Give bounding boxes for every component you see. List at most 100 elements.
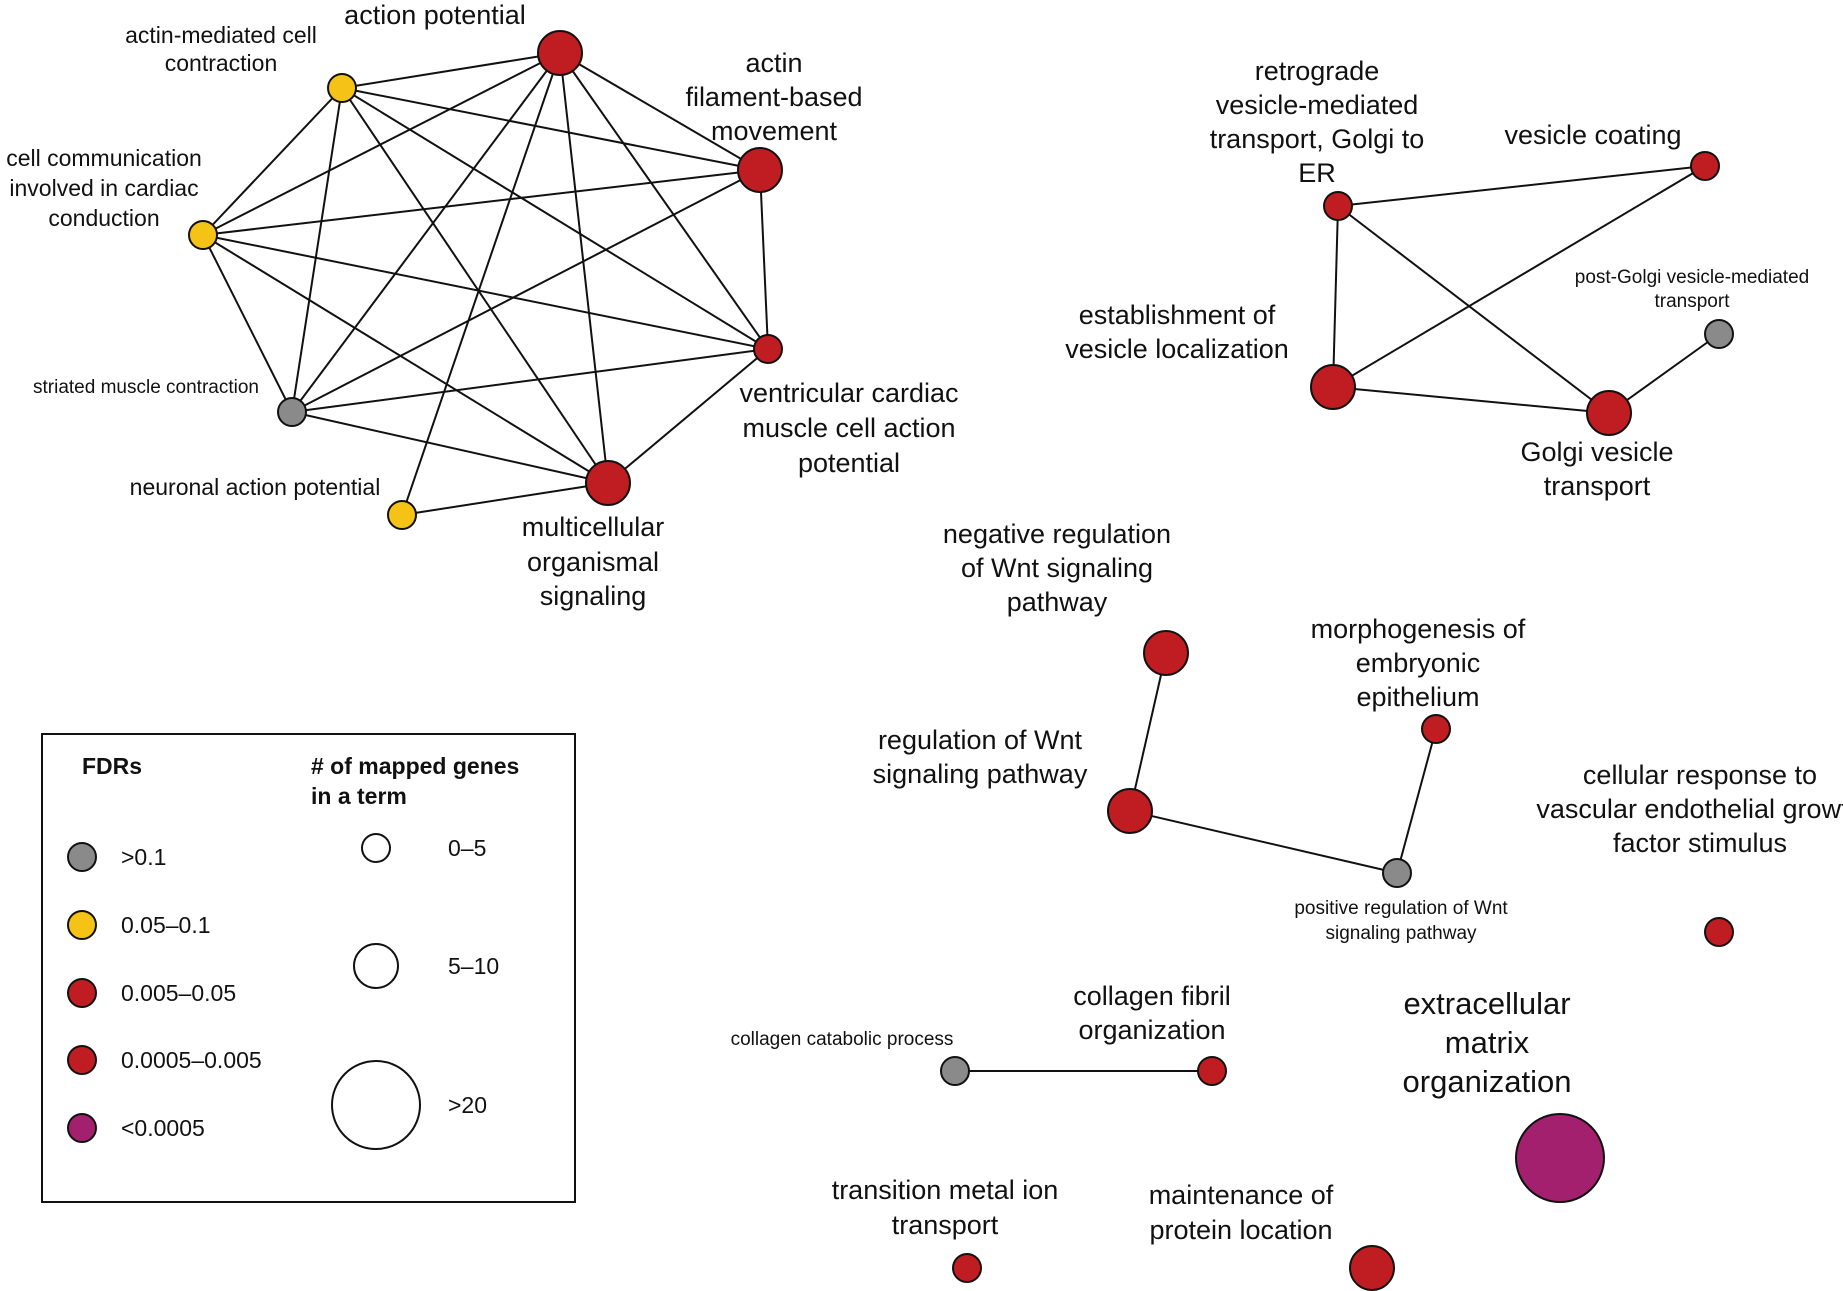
- legend-size-swatch: [361, 833, 391, 863]
- node-collagen-catabolic[interactable]: [940, 1056, 970, 1086]
- node-post-golgi[interactable]: [1704, 319, 1734, 349]
- node-label-cell-communication: involved in cardiac: [9, 175, 198, 201]
- node-pos-wnt[interactable]: [1382, 858, 1412, 888]
- edge-cell-communication-ventricular: [202, 234, 769, 350]
- legend-size-items: 0–55–10>20: [331, 833, 499, 1150]
- node-label-transition-metal: transport: [892, 1210, 999, 1240]
- node-striated[interactable]: [277, 397, 307, 427]
- node-label-morphogenesis: epithelium: [1356, 682, 1479, 712]
- node-vegf[interactable]: [1704, 917, 1734, 947]
- node-label-post-golgi: transport: [1655, 291, 1731, 312]
- edge-action-potential-cell-communication: [202, 52, 561, 236]
- node-transition-metal[interactable]: [952, 1253, 982, 1283]
- node-label-retrograde: vesicle-mediated: [1216, 90, 1419, 120]
- node-maintenance[interactable]: [1349, 1245, 1395, 1291]
- node-label-morphogenesis: morphogenesis of: [1311, 614, 1526, 644]
- edge-retrograde-establishment: [1332, 205, 1339, 388]
- legend-fdr-title: FDRs: [82, 753, 142, 779]
- node-label-actin-mediated: contraction: [165, 50, 278, 76]
- node-label-golgi-vesicle: transport: [1544, 471, 1651, 501]
- legend-fdr-label: 0.005–0.05: [121, 980, 236, 1006]
- node-label-retrograde: ER: [1298, 158, 1336, 188]
- node-label-vegf: vascular endothelial growth: [1536, 794, 1843, 824]
- node-label-ecm: organization: [1403, 1064, 1572, 1099]
- legend-size-label: >20: [448, 1092, 487, 1118]
- node-label-action-potential: action potential: [344, 0, 526, 30]
- legend-box: [41, 733, 576, 1203]
- node-label-golgi-vesicle: Golgi vesicle: [1520, 437, 1673, 467]
- edge-neg-wnt-reg-wnt: [1129, 652, 1167, 812]
- legend-fdr-swatch: [67, 842, 97, 872]
- node-label-retrograde: retrograde: [1255, 56, 1380, 86]
- node-label-actin-filament: actin: [745, 48, 802, 78]
- node-vesicle-coating[interactable]: [1690, 151, 1720, 181]
- node-label-morphogenesis: embryonic: [1356, 648, 1481, 678]
- node-label-vegf: factor stimulus: [1613, 828, 1787, 858]
- edge-actin-mediated-cell-communication: [202, 87, 343, 236]
- edge-action-potential-multicellular: [559, 52, 609, 484]
- node-action-potential[interactable]: [537, 30, 583, 76]
- edge-actin-mediated-multicellular: [341, 87, 609, 484]
- node-label-post-golgi: post-Golgi vesicle-mediated: [1575, 267, 1809, 288]
- node-label-pos-wnt: signaling pathway: [1325, 923, 1477, 944]
- edge-action-potential-neuronal: [401, 52, 561, 516]
- edge-actin-mediated-ventricular: [341, 87, 769, 350]
- node-multicellular[interactable]: [585, 460, 631, 506]
- node-golgi-vesicle[interactable]: [1586, 390, 1632, 436]
- node-label-multicellular: signaling: [540, 581, 647, 611]
- edge-cell-communication-multicellular: [202, 234, 609, 484]
- node-collagen-fibril[interactable]: [1197, 1056, 1227, 1086]
- node-establishment[interactable]: [1310, 364, 1356, 410]
- node-label-ecm: extracellular: [1403, 986, 1570, 1021]
- node-label-reg-wnt: regulation of Wnt: [878, 725, 1083, 755]
- legend-fdr-items: >0.10.05–0.10.005–0.050.0005–0.005<0.000…: [67, 842, 262, 1143]
- node-label-reg-wnt: signaling pathway: [873, 759, 1088, 789]
- node-label-neg-wnt: pathway: [1007, 587, 1108, 617]
- legend-size-title-line1: # of mapped genes: [311, 753, 519, 779]
- legend-size-label: 5–10: [448, 953, 499, 979]
- node-label-pos-wnt: positive regulation of Wnt: [1294, 898, 1508, 919]
- node-label-ventricular: muscle cell action: [742, 413, 955, 443]
- edge-actin-mediated-striated: [291, 87, 343, 413]
- node-ecm[interactable]: [1515, 1113, 1605, 1203]
- node-label-actin-mediated: actin-mediated cell: [125, 22, 317, 48]
- node-label-striated: striated muscle contraction: [33, 377, 259, 398]
- legend-fdr-swatch: [67, 1113, 97, 1143]
- edge-action-potential-striated: [291, 52, 561, 413]
- node-ventricular[interactable]: [753, 334, 783, 364]
- node-neuronal[interactable]: [387, 500, 417, 530]
- edges-layer: [202, 52, 1720, 1072]
- node-neg-wnt[interactable]: [1143, 630, 1189, 676]
- edge-striated-multicellular: [291, 411, 609, 484]
- node-label-actin-filament: movement: [711, 116, 838, 146]
- legend-fdr-label: >0.1: [121, 844, 166, 870]
- node-label-ventricular: ventricular cardiac: [739, 378, 958, 408]
- node-label-ventricular: potential: [798, 448, 900, 478]
- node-label-multicellular: multicellular: [522, 512, 665, 542]
- edge-actin-filament-ventricular: [759, 169, 769, 350]
- node-actin-filament[interactable]: [737, 147, 783, 193]
- edge-retrograde-vesicle-coating: [1337, 165, 1706, 207]
- legend-size-swatch: [331, 1060, 421, 1150]
- edge-action-potential-actin-mediated: [341, 52, 561, 89]
- edge-striated-ventricular: [291, 348, 769, 413]
- node-label-multicellular: organismal: [527, 547, 659, 577]
- node-cell-communication[interactable]: [188, 220, 218, 250]
- node-label-cell-communication: conduction: [48, 205, 159, 231]
- legend-fdr-swatch: [67, 1045, 97, 1075]
- node-label-collagen-fibril: collagen fibril: [1073, 981, 1231, 1011]
- legend-fdr-label: <0.0005: [121, 1115, 205, 1141]
- node-actin-mediated[interactable]: [327, 73, 357, 103]
- legend: FDRs # of mapped genes in a term >0.10.0…: [41, 733, 576, 1203]
- node-label-establishment: vesicle localization: [1065, 334, 1289, 364]
- edge-ventricular-multicellular: [607, 348, 769, 484]
- node-label-collagen-catabolic: collagen catabolic process: [731, 1029, 954, 1050]
- legend-fdr-swatch: [67, 978, 97, 1008]
- node-retrograde[interactable]: [1323, 191, 1353, 221]
- node-reg-wnt[interactable]: [1107, 788, 1153, 834]
- edge-establishment-golgi-vesicle: [1332, 386, 1610, 414]
- edge-pos-wnt-morphogenesis: [1396, 728, 1437, 874]
- node-label-actin-filament: filament-based: [685, 82, 862, 112]
- node-morphogenesis[interactable]: [1421, 714, 1451, 744]
